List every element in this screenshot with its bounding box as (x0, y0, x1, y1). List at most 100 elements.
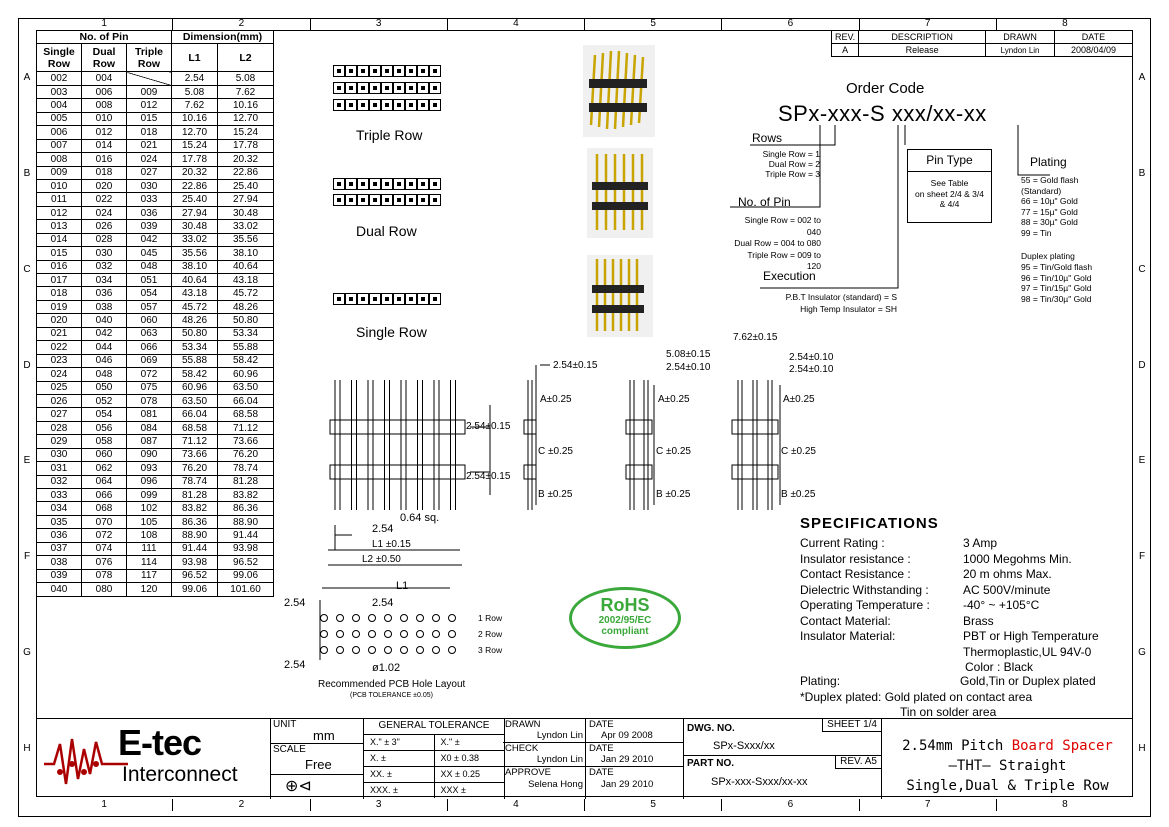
title-pitch: 2.54mm Pitch (902, 738, 1012, 754)
col-l2: L2 (217, 43, 274, 73)
revision-number: REV. A5 (835, 755, 881, 769)
table-cell: 020 (81, 178, 127, 194)
option-line: 96 = Tin/10µ" Gold (1021, 272, 1092, 283)
tolerance-row: X." ± 3" X." ± (364, 735, 504, 751)
zone-row-label: E (1138, 455, 1146, 467)
table-cell: 002 (36, 71, 82, 86)
table-cell: 048 (126, 259, 172, 275)
table-cell: 88.90 (217, 514, 274, 530)
table-cell: 78.74 (217, 461, 274, 476)
tolerance-cell: XXX. ± (364, 783, 435, 798)
pcb-hole (336, 614, 344, 622)
zone-row-label: B (1138, 167, 1146, 179)
table-cell: 090 (126, 447, 172, 463)
table-cell: 012 (81, 125, 127, 140)
pin-dimension-table: No. of Pin Dimension(mm) Single Row Dual… (36, 29, 274, 597)
pcb-tolerance: (PCB TOLERANCE ±0.05) (350, 692, 433, 699)
approve-name: Selena Hong (528, 779, 583, 790)
dim-pin-square: 0.64 sq. (400, 512, 440, 524)
pin-hole-icon (369, 99, 381, 111)
dual-row-product-image (587, 148, 653, 238)
tolerance-cell: X." ± (440, 737, 460, 747)
pin-hole-icon (357, 178, 369, 190)
table-cell: 028 (81, 232, 127, 248)
table-cell: 093 (126, 461, 172, 476)
dim-insulator-height-2: 2.54±0.15 (466, 471, 511, 482)
table-cell: 057 (126, 299, 172, 315)
pcb-hole (368, 630, 376, 638)
order-code-leaders (730, 125, 1050, 289)
tolerance-cell: X0 ± 0.38 (440, 753, 479, 763)
table-cell: 007 (36, 138, 82, 154)
table-cell: 038 (36, 555, 82, 570)
order-code-title: Order Code (846, 80, 925, 97)
spec-row: Operating Temperature :-40° ~ +105°C (800, 598, 1130, 614)
dim-triple-pitch-2: 2.54±0.10 (789, 364, 834, 375)
option-line: See Table (930, 178, 969, 188)
spec-row: Color : Black (800, 660, 1130, 676)
date-header: DATE (1053, 30, 1134, 44)
table-cell: 099 (126, 487, 172, 503)
option-line: 66 = 10µ" Gold (1021, 196, 1078, 206)
sheet-number: SHEET 1/4 (822, 718, 881, 732)
spec-label: Contact Material: (800, 613, 891, 628)
table-cell: 005 (36, 111, 82, 127)
pin-hole-icon (405, 82, 417, 94)
option-line: P.B.T Insulator (standard) = S (785, 292, 897, 302)
zone-col-label: 5 (584, 799, 721, 811)
table-cell: 86.36 (217, 501, 274, 516)
pin-hole-icon (333, 65, 345, 77)
table-cell: 033 (36, 487, 82, 503)
pin-hole-icon (333, 194, 345, 206)
dim-insulator-height-1: 2.54±0.15 (466, 421, 511, 432)
table-cell: 86.36 (170, 514, 219, 530)
table-cell: 014 (81, 138, 127, 154)
table-cell: 43.18 (170, 286, 219, 301)
pcb-hole (352, 646, 360, 654)
table-cell: 012 (126, 98, 172, 113)
option-line: Single Row = 1 (762, 149, 820, 159)
table-cell: 30.48 (170, 219, 219, 234)
table-cell: 5.08 (170, 84, 219, 100)
pcb-hole (320, 630, 328, 638)
unit-label: UNIT (273, 719, 297, 730)
tolerance-cell: X." ± 3" (364, 735, 435, 750)
table-cell: 55.88 (170, 353, 219, 369)
pin-hole-icon (429, 82, 441, 94)
zone-col-label: 5 (584, 18, 721, 30)
part-no-label: PART NO. (687, 758, 735, 769)
spec-value: 3 Amp (963, 536, 998, 550)
pin-hole-icon (381, 65, 393, 77)
table-cell: 056 (81, 420, 127, 436)
table-cell: 35.56 (170, 246, 219, 261)
pin-hole-icon (405, 194, 417, 206)
table-cell: 081 (126, 407, 172, 422)
table-cell: 032 (36, 474, 82, 490)
spec-duplex-note-2: Tin on solder area (900, 705, 997, 719)
dual-row-top-view-row2 (333, 194, 441, 206)
pcb-layout-title: Recommended PCB Hole Layout (318, 679, 466, 690)
pin-hole-icon (357, 65, 369, 77)
pin-hole-icon (429, 293, 441, 305)
table-cell: 120 (126, 582, 172, 597)
pcb-pitch-label-2: 2.54 (372, 597, 394, 609)
pcb-hole (416, 614, 424, 622)
zone-row-label: A (23, 71, 31, 83)
table-cell: 76.20 (217, 447, 274, 463)
table-cell: 117 (126, 568, 172, 584)
pin-hole-icon (357, 293, 369, 305)
table-cell: 55.88 (217, 340, 274, 355)
date-label-3: DATE (589, 767, 614, 778)
table-cell: 91.44 (217, 528, 274, 543)
table-cell: 48.26 (217, 299, 274, 315)
dim-single-a: A±0.25 (540, 394, 572, 405)
pin-hole-icon (333, 178, 345, 190)
table-cell: 060 (81, 447, 127, 463)
